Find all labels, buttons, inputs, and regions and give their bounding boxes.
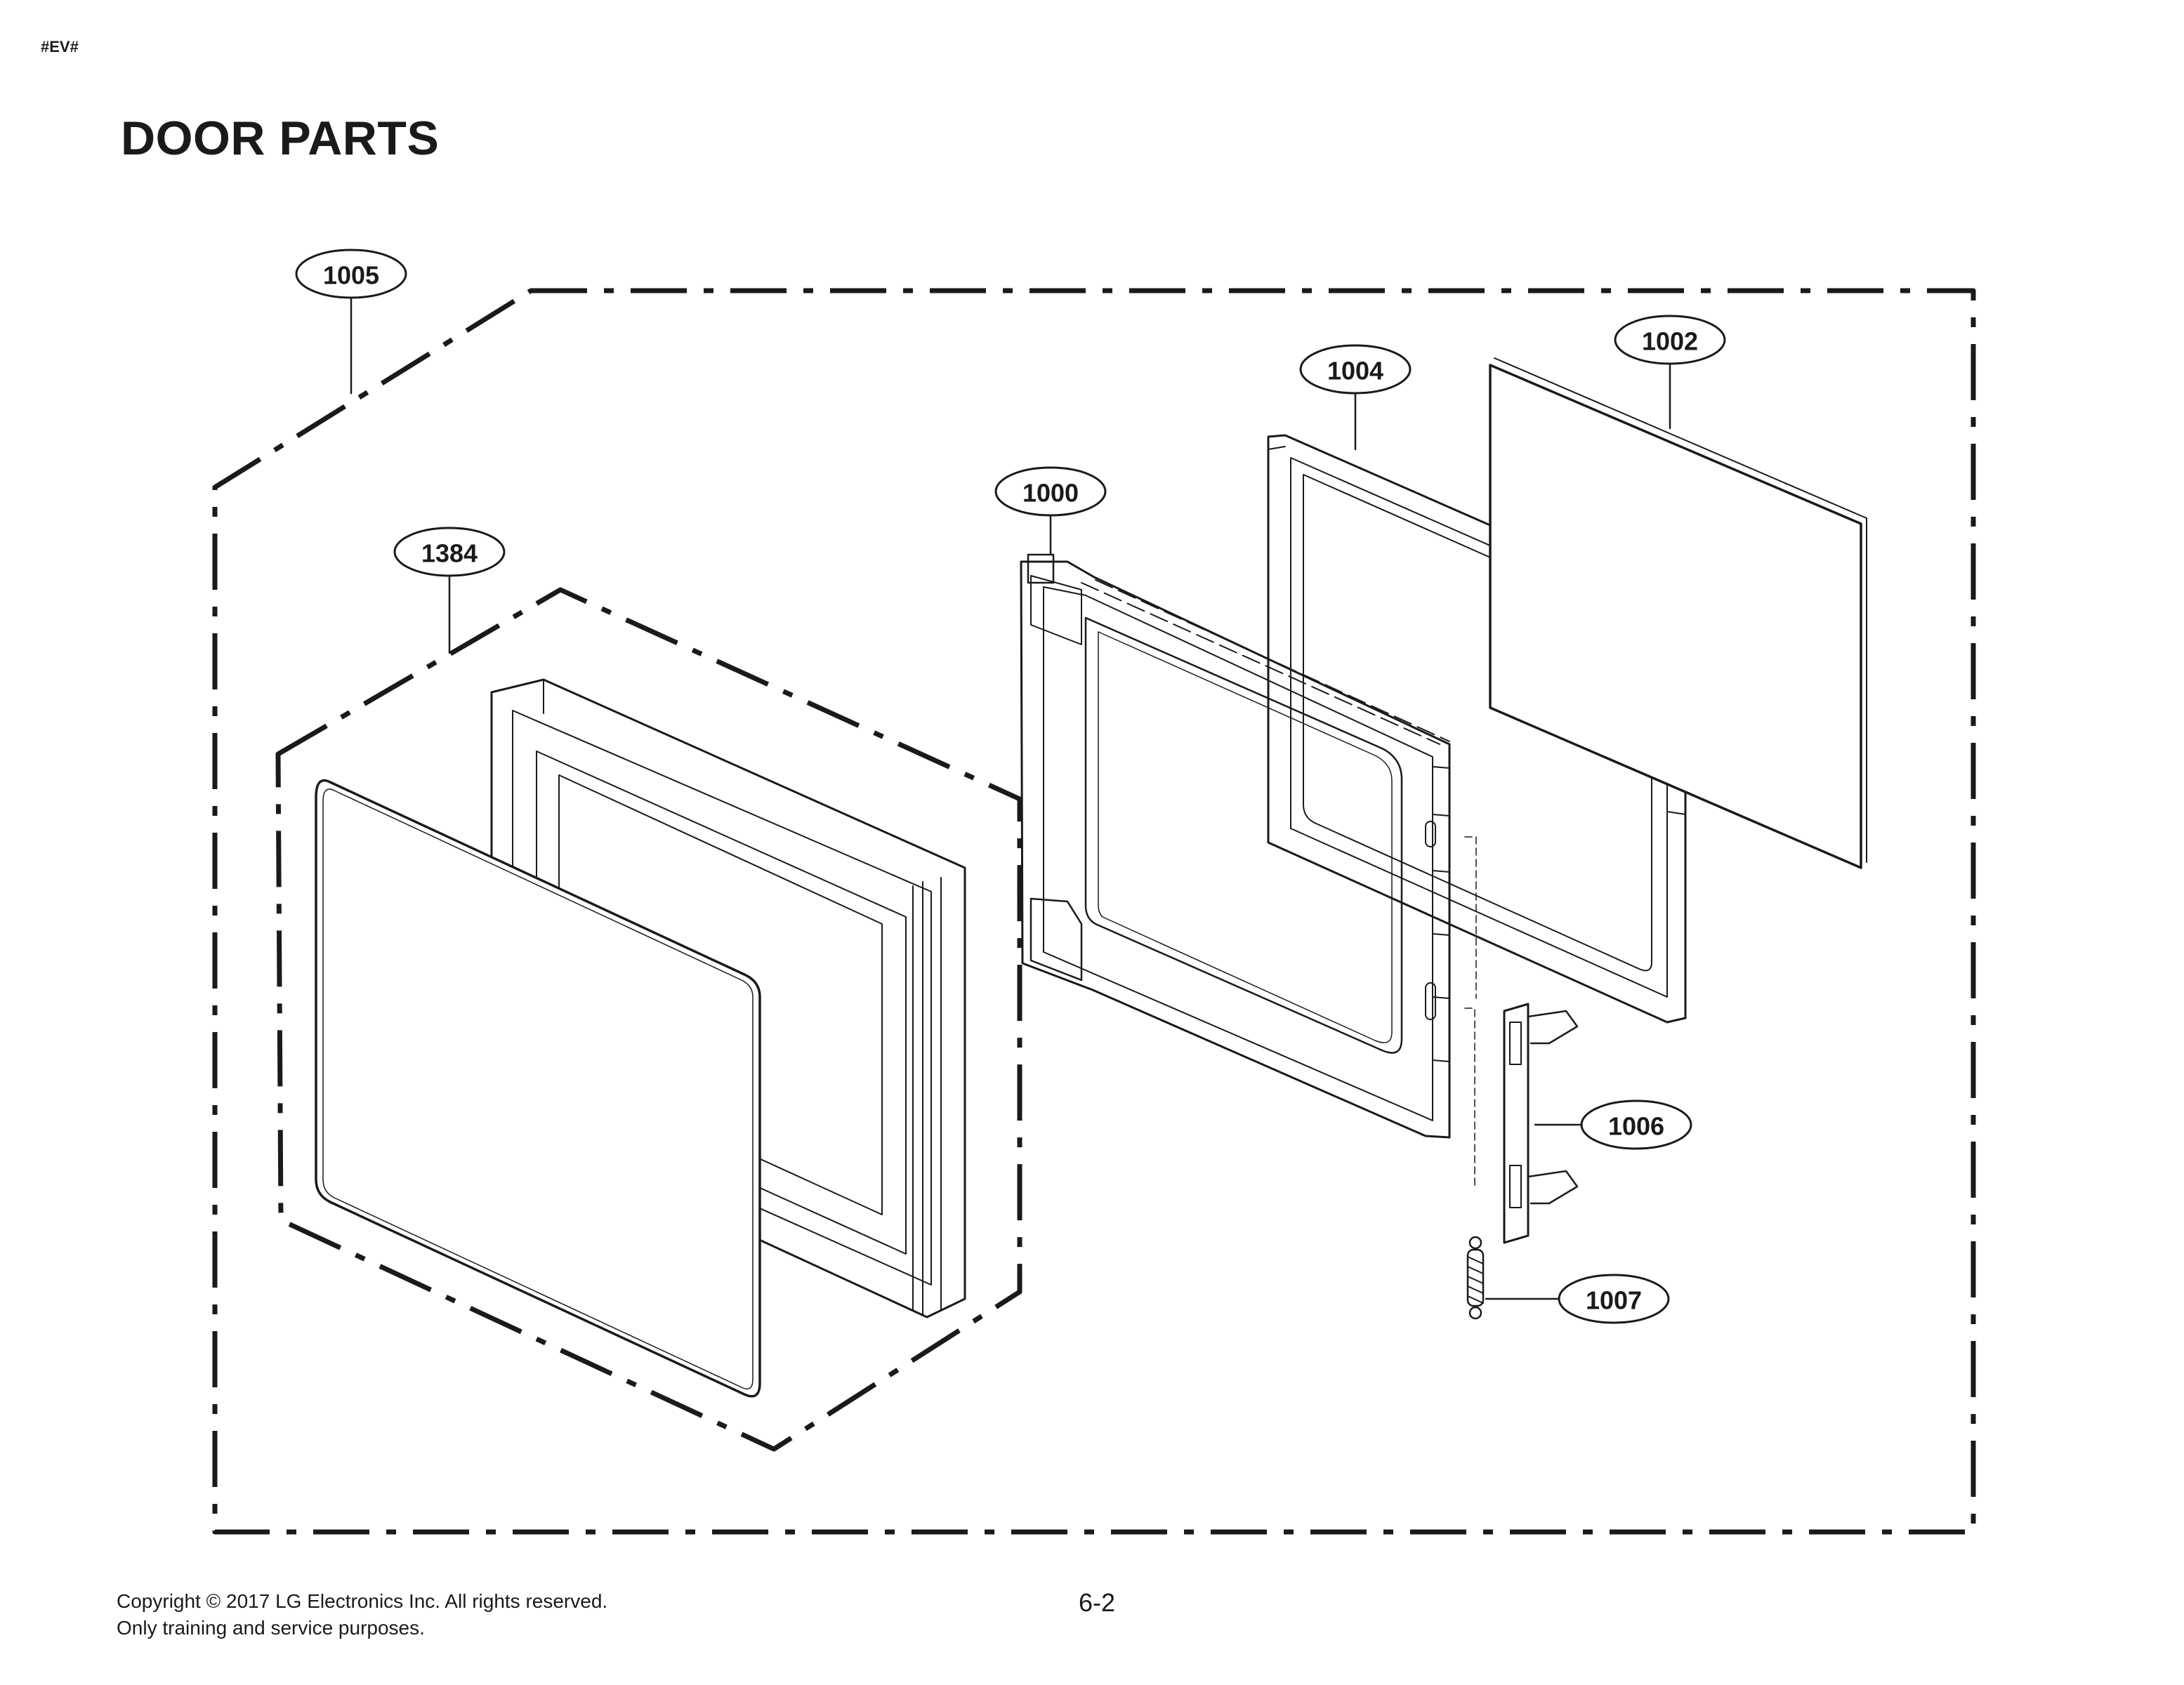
callout-1000-label: 1000 [1022, 479, 1079, 508]
callout-1005-bubble [295, 249, 407, 299]
copyright-text: Copyright © 2017 LG Electronics Inc. All… [117, 1590, 608, 1612]
callout-1007-bubble [1558, 1274, 1670, 1324]
door-chassis [1020, 553, 1451, 1139]
callout-1004-bubble [1299, 344, 1412, 395]
door-mica-panel [1489, 364, 1862, 869]
callout-1002-bubble [1614, 315, 1726, 365]
door-spring [1466, 1236, 1485, 1320]
leader-lines [350, 296, 1671, 1300]
assembly-boundary-1005 [212, 288, 1976, 1535]
callout-1384-label: 1384 [421, 539, 478, 568]
callout-1005-label: 1005 [323, 261, 379, 290]
usage-text: Only training and service purposes. [117, 1617, 425, 1639]
page-title: DOOR PARTS [121, 112, 440, 165]
callout-1000-bubble [994, 466, 1107, 517]
footer-notice: Copyright © 2017 LG Electronics Inc. All… [117, 1588, 607, 1641]
callout-1004-label: 1004 [1327, 357, 1383, 385]
callout-1384-bubble [393, 527, 506, 577]
assembly-boundary-1384 [275, 587, 1022, 1452]
callout-1002-label: 1002 [1642, 327, 1698, 356]
callout-1006-label: 1006 [1608, 1112, 1664, 1141]
header-tag: #EV# [41, 38, 79, 55]
callout-1007-label: 1007 [1586, 1286, 1642, 1315]
callout-1006-bubble [1580, 1099, 1692, 1150]
page-number: 6-2 [1079, 1588, 1116, 1617]
door-latch-hook [1464, 836, 1579, 1244]
door-front-panel [315, 779, 761, 1398]
door-front-panel-inner [322, 788, 754, 1389]
